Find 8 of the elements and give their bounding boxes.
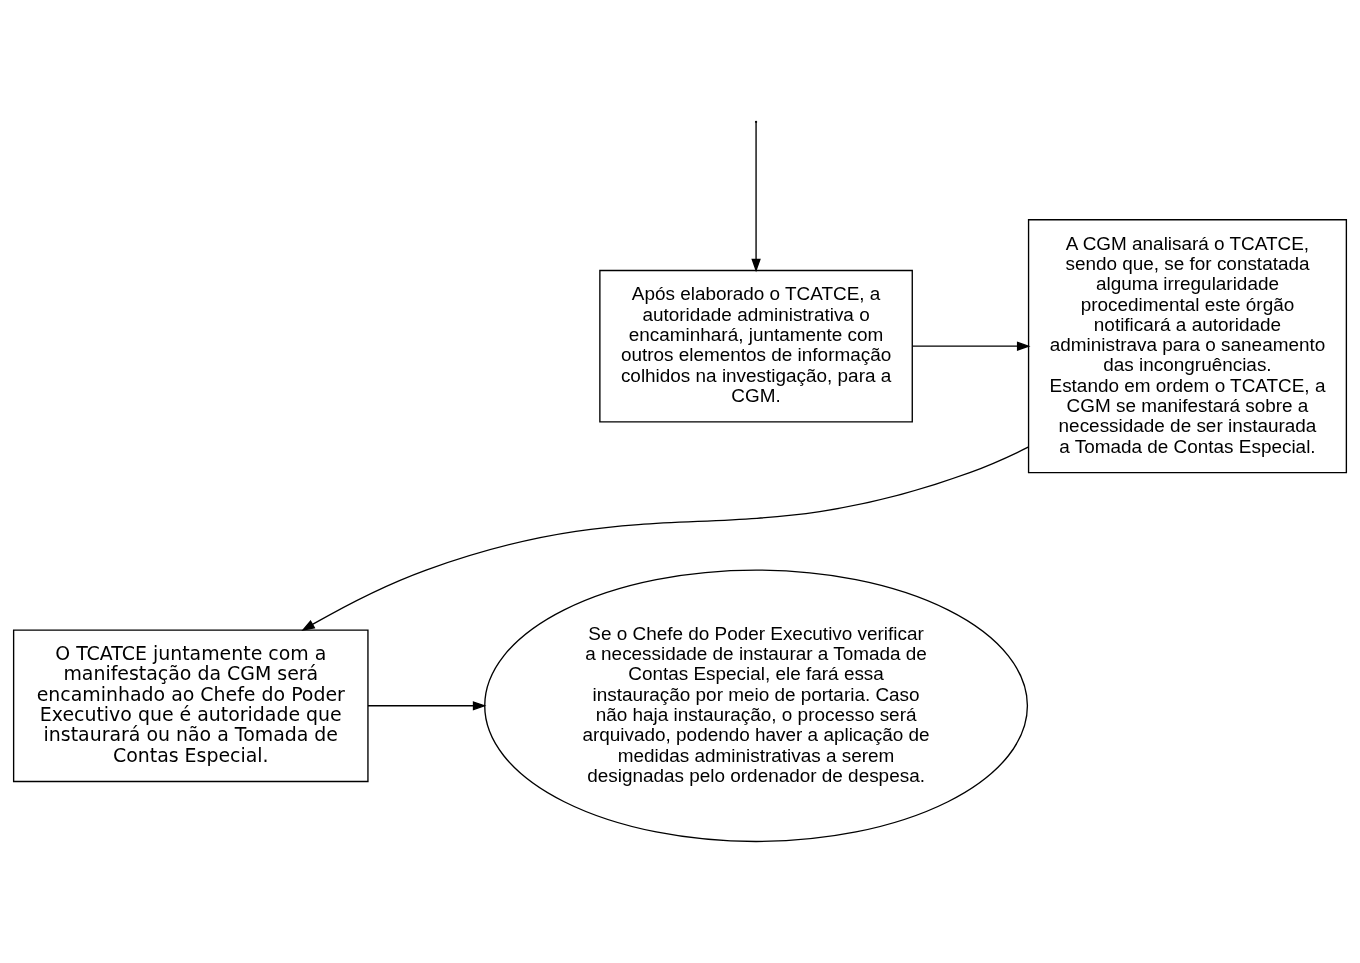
node-box: O TCATCE juntamente com a manifestação da CGM será encaminhado ao Chefe do Poder Executivo que é autoridade que instaurará ou não a Tomada de Contas Especial. xyxy=(12,629,369,783)
arrow xyxy=(367,701,487,711)
node-ellipse: Se o Chefe do Poder Executivo verificar a necessidade de instaurar a Tomada de Contas Especial, ele fará essa instauração por meio de portaria. Caso não haja instauração, o processo será arquivado, podendo haver a aplicação de medidas administrativas a serem designadas pelo ordenador de despesa. xyxy=(484,569,1029,843)
arrow xyxy=(911,341,1031,351)
node-box: A CGM analisará o TCATCE, sendo que, se for constatada alguma irregularidade procedimental este órgão notificará a autoridade administrava para o saneamento das incongruências. Estando em ordem o TCATCE, a CGM se manifestará sobre a necessidade de ser instaurada a Tomada de Contas Especial. xyxy=(1027,219,1348,474)
node-box: Após elaborado o TCATCE, a autoridade administrativa o encaminhará, juntamente com outros elementos de informação colhidos na investigação, para a CGM. xyxy=(599,269,913,423)
arrow xyxy=(751,121,761,273)
arrow xyxy=(301,446,1029,631)
